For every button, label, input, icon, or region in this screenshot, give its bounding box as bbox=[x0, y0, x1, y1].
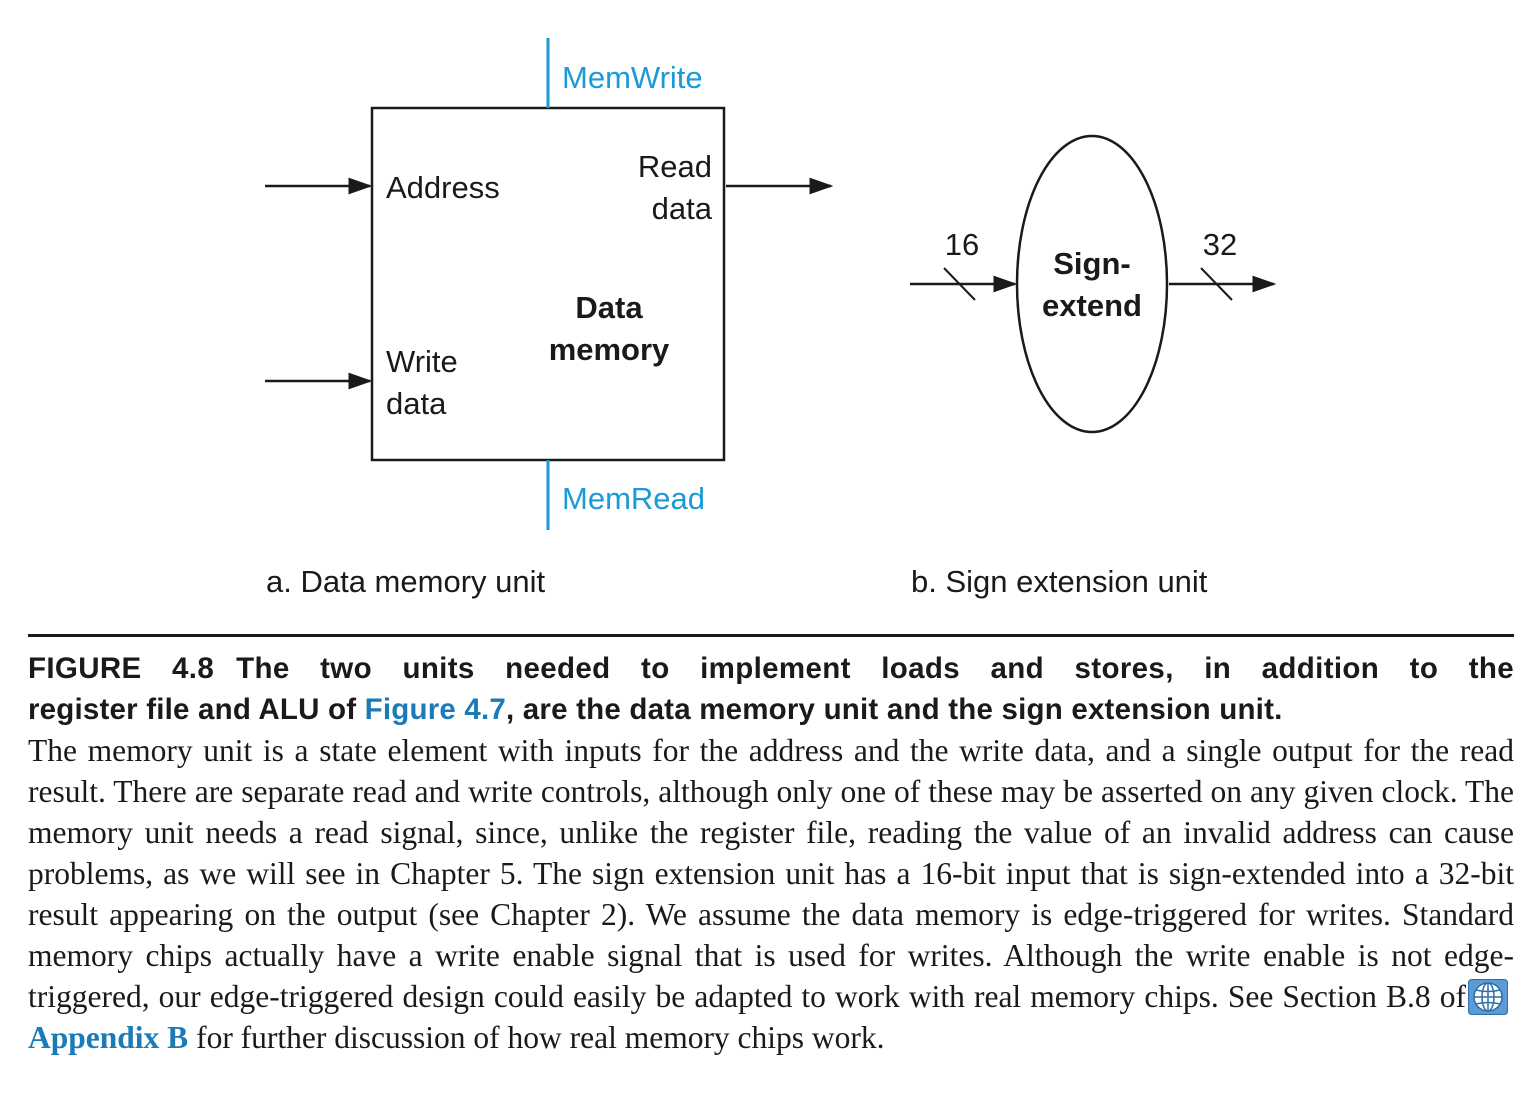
mem-read-label: MemRead bbox=[562, 481, 705, 516]
caption-heading-part2: register file and ALU of bbox=[28, 693, 357, 726]
appendix-b-link[interactable]: Appendix B bbox=[28, 1020, 189, 1055]
data-memory-title-line1: Data bbox=[575, 290, 643, 325]
caption-heading-part3: , are the data memory unit and the sign … bbox=[506, 693, 1283, 726]
write-data-label-line2: data bbox=[386, 386, 447, 421]
input-width-label: 16 bbox=[945, 227, 979, 262]
sign-extend-title-line1: Sign- bbox=[1053, 246, 1131, 281]
sign-extend-sublabel: b. Sign extension unit bbox=[911, 564, 1208, 599]
read-data-label-line2: data bbox=[652, 191, 713, 226]
sign-extend-title-line2: extend bbox=[1042, 288, 1142, 323]
caption-heading-line2: register file and ALU of Figure 4.7, are… bbox=[28, 689, 1514, 730]
sign-extend-unit: Sign- extend 16 32 b. Sign extension uni… bbox=[910, 134, 1277, 599]
output-width-label: 32 bbox=[1203, 227, 1237, 262]
globe-icon[interactable] bbox=[1468, 979, 1508, 1015]
caption-heading-line1: FIGURE 4.8 The two units needed to implem… bbox=[28, 648, 1514, 689]
write-data-label-line1: Write bbox=[386, 344, 458, 379]
output-bus-slash bbox=[1200, 267, 1233, 301]
address-label: Address bbox=[386, 170, 500, 205]
figure-diagram: MemWrite MemRead Address Write data Read… bbox=[265, 38, 1277, 599]
data-memory-sublabel: a. Data memory unit bbox=[266, 564, 545, 599]
mem-write-label: MemWrite bbox=[562, 60, 703, 95]
data-memory-title-line2: memory bbox=[549, 332, 670, 367]
caption-heading-part1: The two units needed to implement loads … bbox=[236, 652, 1514, 685]
input-bus-slash bbox=[943, 267, 976, 301]
figure-number: FIGURE 4.8 bbox=[28, 652, 215, 685]
figure-caption: FIGURE 4.8 The two units needed to implem… bbox=[28, 648, 1514, 1058]
caption-body: The memory unit is a state element with … bbox=[28, 730, 1514, 1058]
caption-body-part2: for further discussion of how real memor… bbox=[196, 1020, 885, 1055]
caption-body-part1: The memory unit is a state element with … bbox=[28, 733, 1514, 1014]
read-data-label-line1: Read bbox=[638, 149, 712, 184]
data-memory-unit: MemWrite MemRead Address Write data Read… bbox=[265, 38, 834, 599]
figure-4-7-link[interactable]: Figure 4.7 bbox=[364, 693, 507, 726]
caption-divider bbox=[28, 634, 1514, 637]
sign-extend-ellipse bbox=[1015, 134, 1169, 434]
